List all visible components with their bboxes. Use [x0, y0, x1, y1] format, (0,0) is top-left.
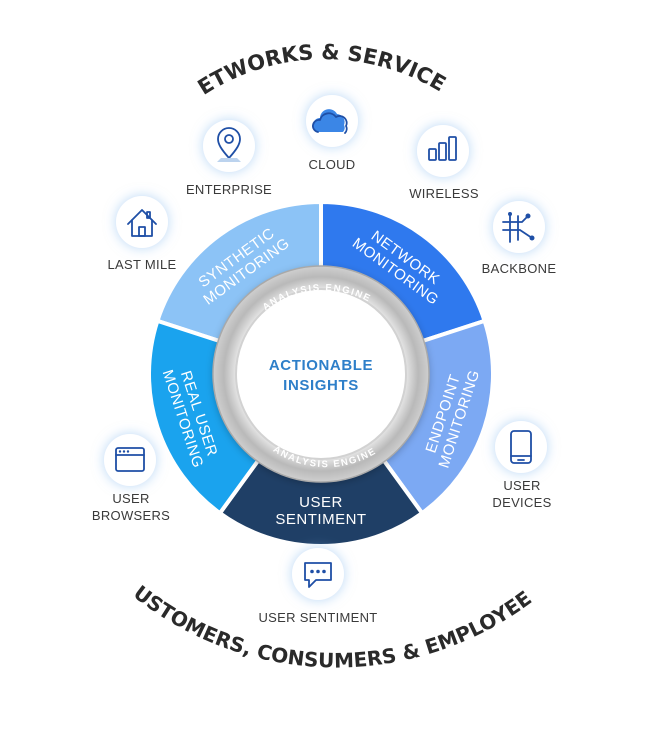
usersentiment-circle: [292, 548, 344, 600]
lastmile-label: LAST MILE: [108, 257, 177, 272]
cloud-label: CLOUD: [308, 157, 355, 172]
devices-label-line1: USER: [503, 478, 540, 493]
enterprise-label: ENTERPRISE: [186, 182, 272, 197]
node-backbone: BACKBONE: [482, 201, 557, 276]
node-devices: USER DEVICES: [492, 421, 551, 510]
usersentiment-label: USER SENTIMENT: [258, 610, 377, 625]
wireless-label: WIRELESS: [409, 186, 479, 201]
wireless-circle: [417, 125, 469, 177]
outer-nodes: ENTERPRISE CLOUD WIRELESS: [92, 95, 556, 625]
browsers-label-line2: BROWSERS: [92, 508, 170, 523]
segment-label-sentiment-line1: USER: [299, 494, 343, 511]
network-lines-icon: [502, 212, 535, 243]
enterprise-circle: [203, 120, 255, 172]
cloud-icon: [312, 109, 348, 134]
node-cloud: CLOUD: [306, 95, 358, 172]
node-lastmile: LAST MILE: [108, 196, 177, 272]
top-arc-title: NETWORKS & SERVICES: [0, 0, 450, 100]
browser-window-icon: [115, 447, 145, 472]
node-browsers: USER BROWSERS: [92, 434, 170, 523]
devices-circle: [495, 421, 547, 473]
backbone-circle: [493, 201, 545, 253]
node-wireless: WIRELESS: [409, 125, 479, 201]
devices-label-line2: DEVICES: [492, 495, 551, 510]
lastmile-circle: [116, 196, 168, 248]
node-enterprise: ENTERPRISE: [186, 120, 272, 197]
center-title-line2: INSIGHTS: [283, 377, 359, 394]
mobile-device-icon: [510, 430, 532, 464]
center-circle: [236, 289, 406, 459]
center-title-line1: ACTIONABLE: [269, 357, 373, 374]
browsers-circle: [104, 434, 156, 486]
house-icon: [127, 209, 157, 237]
browsers-label-line1: USER: [112, 491, 149, 506]
signal-bars-icon: [428, 136, 457, 161]
analysis-engine-ring: ANALYSIS ENGINE ANALYSIS ENGINE ACTIONAB…: [212, 265, 430, 483]
chat-bubble-icon: [304, 562, 332, 588]
node-usersentiment: USER SENTIMENT: [258, 548, 377, 625]
location-pin-icon: [217, 127, 241, 162]
segment-label-sentiment-line2: SENTIMENT: [275, 511, 366, 528]
backbone-label: BACKBONE: [482, 261, 557, 276]
